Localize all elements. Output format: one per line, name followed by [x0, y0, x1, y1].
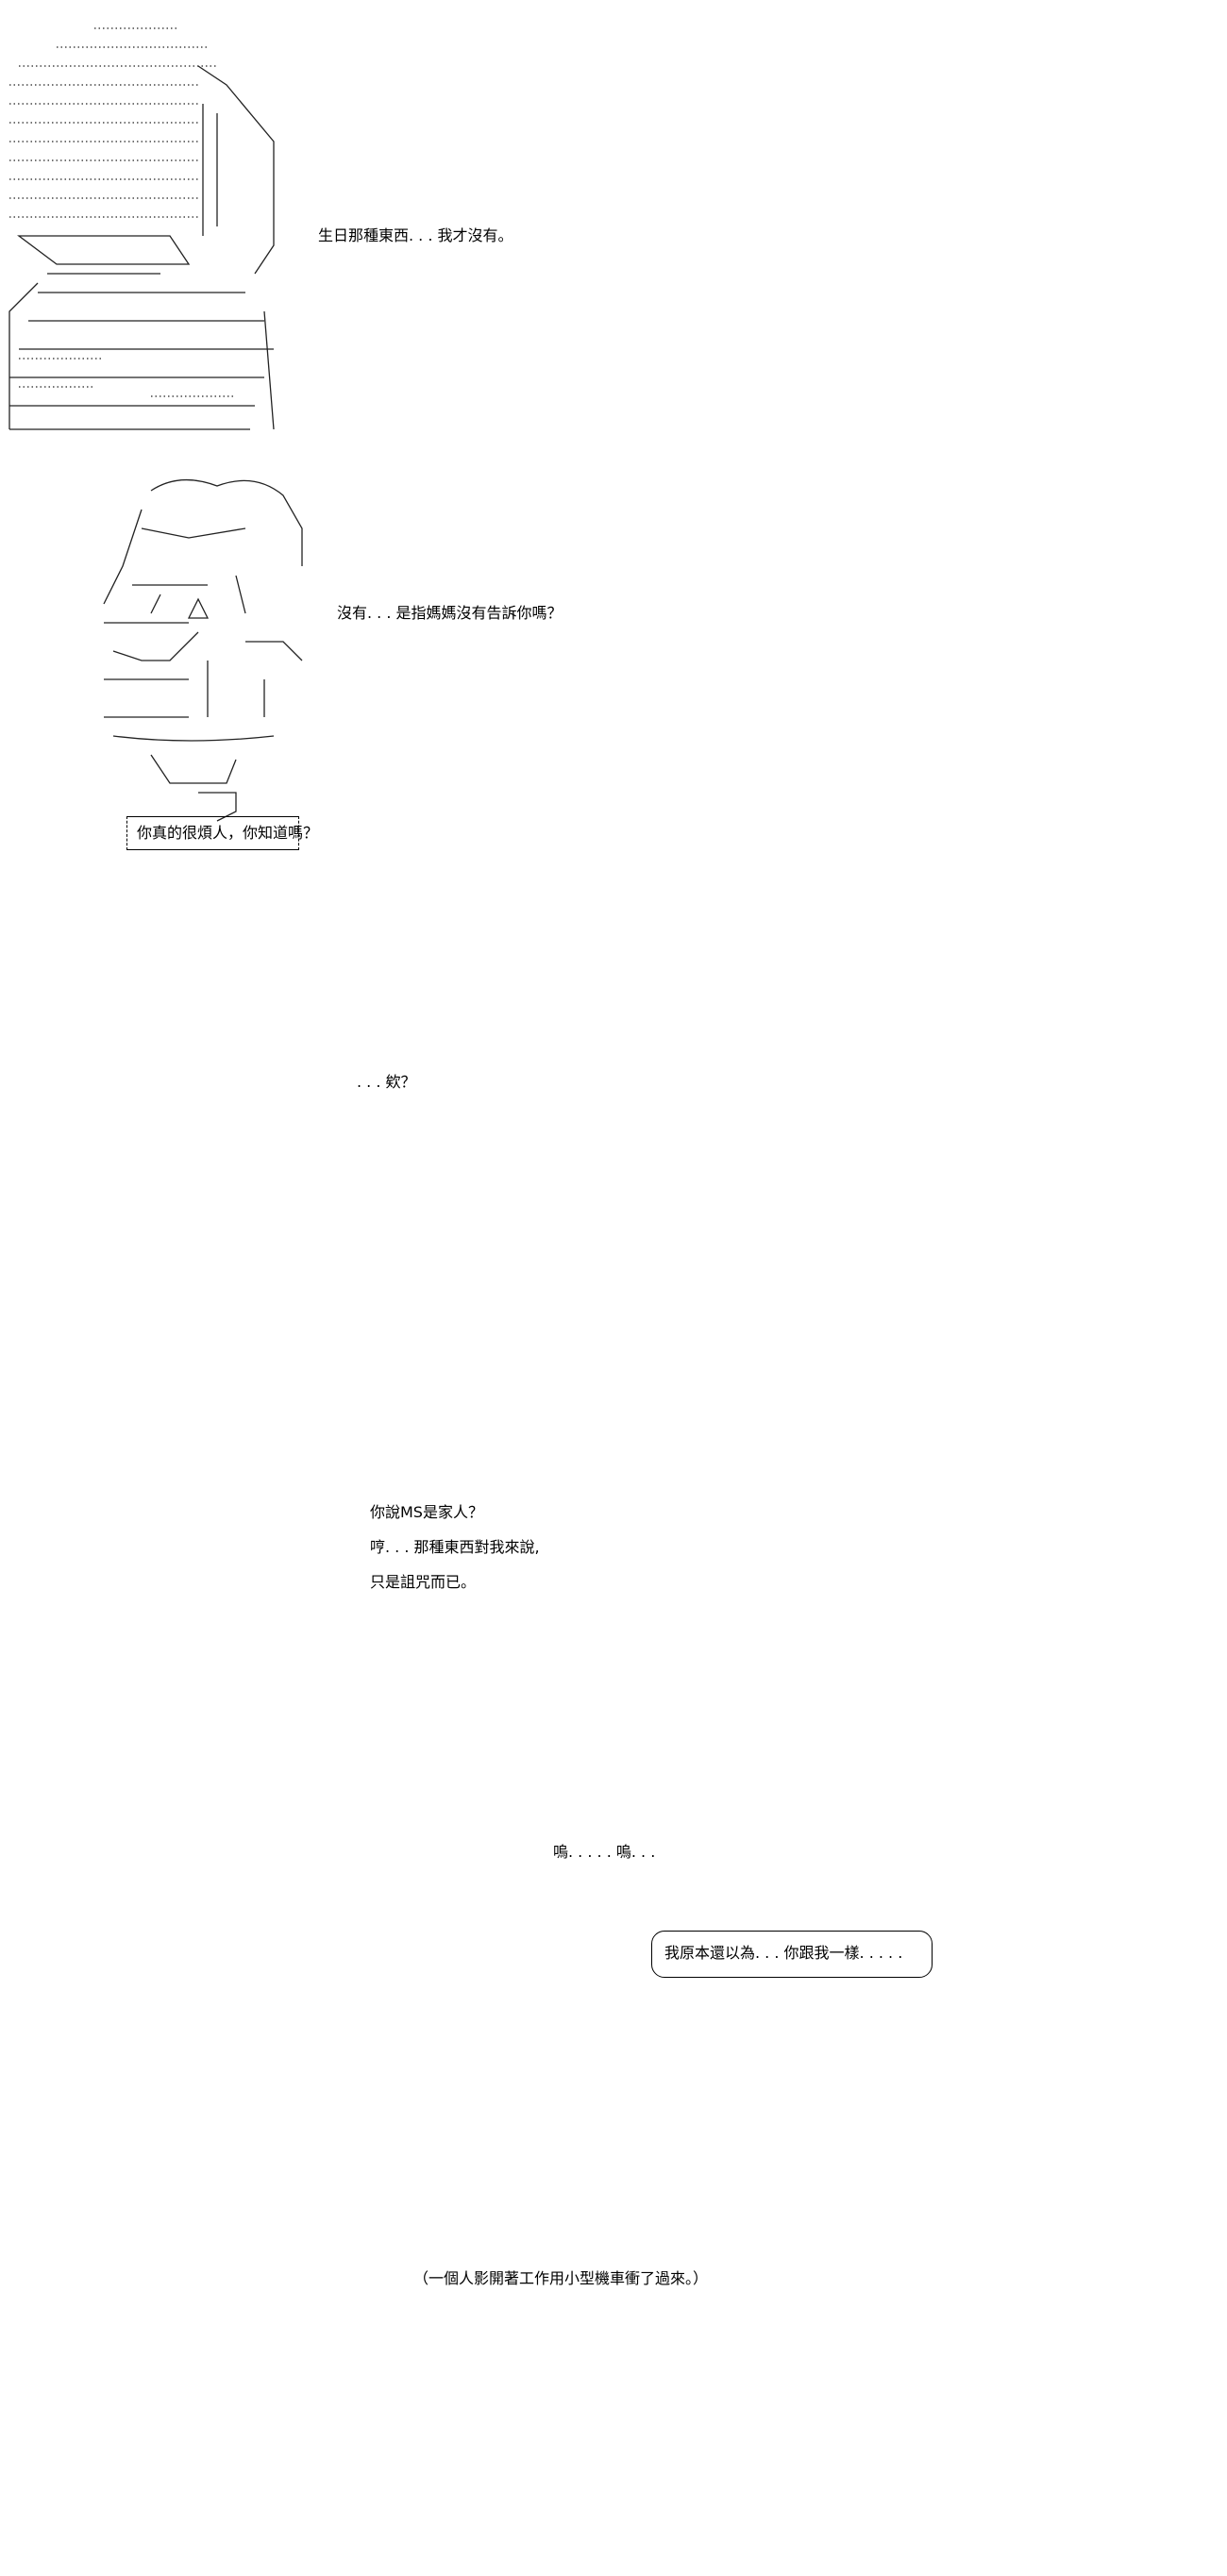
dialogue-line: 只是詛咒而已。: [370, 1573, 477, 1591]
ascii-art-figure-2: [103, 478, 303, 822]
dialogue-line: 你說MS是家人？: [370, 1503, 483, 1521]
dialogue-line: 生日那種東西. . . 我才沒有。: [318, 226, 513, 244]
ascii-art-figure-1: [8, 27, 275, 430]
caption-text: 你真的很煩人，你知道嗎？: [137, 824, 319, 842]
speech-bubble: 我原本還以為. . . 你跟我一樣. . . . .: [651, 1931, 933, 1978]
dialogue-line: 嗚. . . . . 嗚. . .: [553, 1843, 656, 1861]
dialogue-line: 哼. . . 那種東西對我來說,: [370, 1538, 540, 1556]
dialogue-line: 沒有. . . 是指媽媽沒有告訴你嗎？: [337, 604, 563, 622]
speech-bubble-text: 我原本還以為. . . 你跟我一樣. . . . .: [664, 1944, 903, 1962]
dialogue-line: . . . 欸？: [357, 1073, 416, 1091]
caption-box: 你真的很煩人，你知道嗎？: [126, 816, 318, 850]
narration-line: （一個人影開著工作用小型機車衝了過來。）: [413, 2269, 709, 2287]
